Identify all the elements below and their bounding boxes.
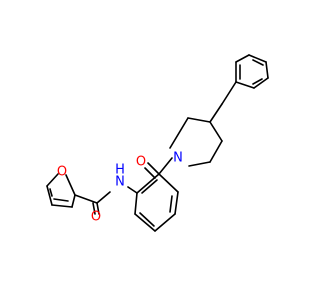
- amide-carbonyl-oxygen-label: O: [136, 155, 146, 170]
- bond: [65, 174, 76, 196]
- furan-ring: [46, 173, 76, 208]
- benzyl-ch2-bond: [209, 103, 223, 123]
- bond: [46, 173, 59, 187]
- bond: [174, 191, 179, 215]
- benzyl-phenyl-ring: [235, 54, 269, 89]
- amide-c-o-double: [144, 167, 156, 179]
- carbonyl-furan-bond: [74, 194, 98, 204]
- amide-hydrogen-label: H: [115, 163, 125, 178]
- bond: [71, 194, 76, 208]
- amide-c-o-bond: [147, 162, 160, 175]
- bond: [235, 54, 250, 63]
- piperidine-nitrogen-label: N: [173, 151, 183, 166]
- furan-carbonyl-c-o: [96, 202, 100, 215]
- bond: [169, 117, 189, 149]
- amide-nitrogen-label: N: [115, 175, 125, 190]
- bond: [253, 77, 269, 89]
- amide-c-n-bond: [158, 157, 173, 175]
- bond: [209, 121, 223, 142]
- bond: [188, 161, 211, 167]
- bond-inner: [53, 198, 69, 202]
- bond: [265, 61, 269, 79]
- bond-inner: [139, 212, 155, 227]
- bond: [209, 140, 223, 163]
- bond: [235, 81, 255, 89]
- furan-carbonyl-c-o-double: [92, 202, 96, 215]
- molecule-canvas: O O N H O N: [46, 54, 269, 232]
- piperidine-ring: [169, 117, 223, 167]
- molecule-structure: O O N H O N: [46, 54, 269, 232]
- bond: [51, 204, 73, 208]
- bond: [134, 213, 156, 232]
- bond: [136, 173, 160, 194]
- aryl-n-bond: [127, 186, 138, 194]
- benzyl-ch2-bond: [221, 81, 237, 105]
- central-benzene-ring: [134, 173, 179, 232]
- bond-inner: [49, 188, 53, 197]
- furan-oxygen-label: O: [57, 165, 67, 180]
- bond: [248, 54, 267, 63]
- bond-inner: [252, 59, 264, 66]
- furan-carbonyl-oxygen-label: O: [91, 210, 101, 225]
- bond: [46, 185, 53, 206]
- bond: [134, 192, 138, 215]
- bond-inner: [169, 195, 173, 213]
- n-c-bond: [96, 191, 111, 204]
- bond-inner: [252, 78, 263, 85]
- bond: [158, 173, 179, 193]
- bond: [187, 117, 211, 123]
- bond: [154, 213, 176, 232]
- bond-inner: [141, 179, 158, 194]
